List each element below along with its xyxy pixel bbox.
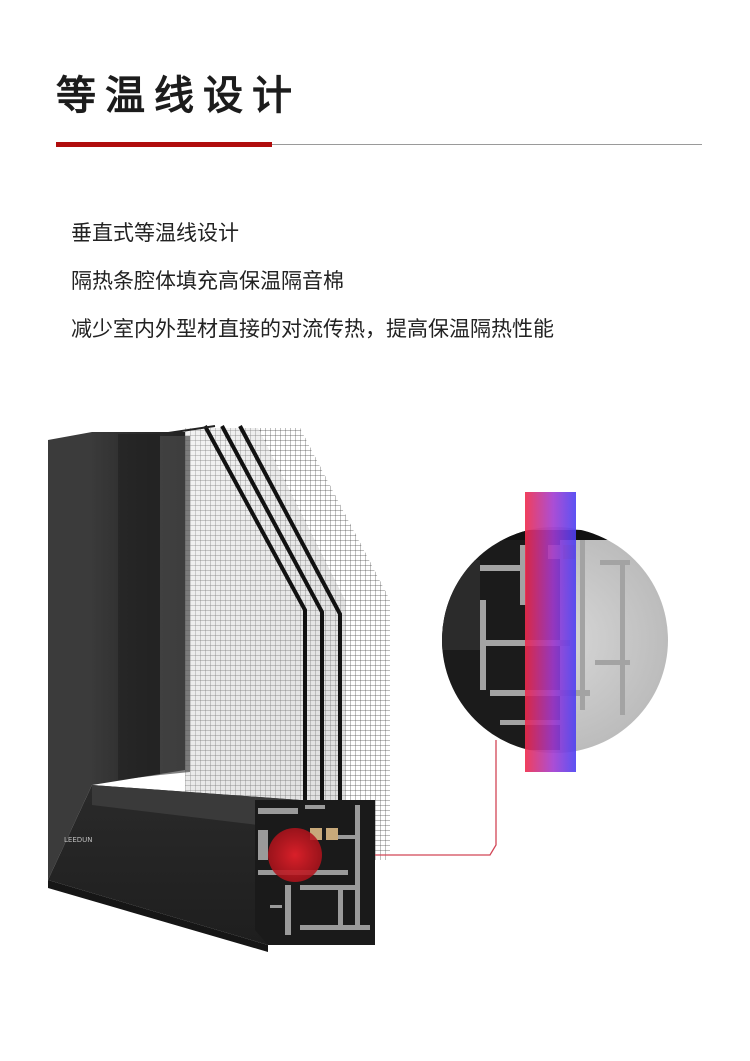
feature-item: 减少室内外型材直接的对流传热，提高保温隔热性能	[71, 317, 554, 341]
window-profile-illustration	[48, 425, 668, 952]
zoom-detail-circle	[442, 492, 668, 772]
brand-logo: LEEDUN	[64, 836, 93, 844]
section-title: 等温线设计	[56, 73, 301, 119]
feature-item: 隔热条腔体填充高保温隔音棉	[71, 269, 344, 293]
divider-line	[56, 144, 702, 145]
brand-logo-text: LEEDUN	[64, 836, 93, 844]
accent-underline	[56, 142, 272, 147]
feature-list: 垂直式等温线设计 隔热条腔体填充高保温隔音棉 减少室内外型材直接的对流传热，提高…	[71, 209, 554, 353]
window-frame	[48, 432, 375, 952]
glass-panes	[134, 425, 390, 870]
feature-item: 垂直式等温线设计	[71, 221, 239, 245]
